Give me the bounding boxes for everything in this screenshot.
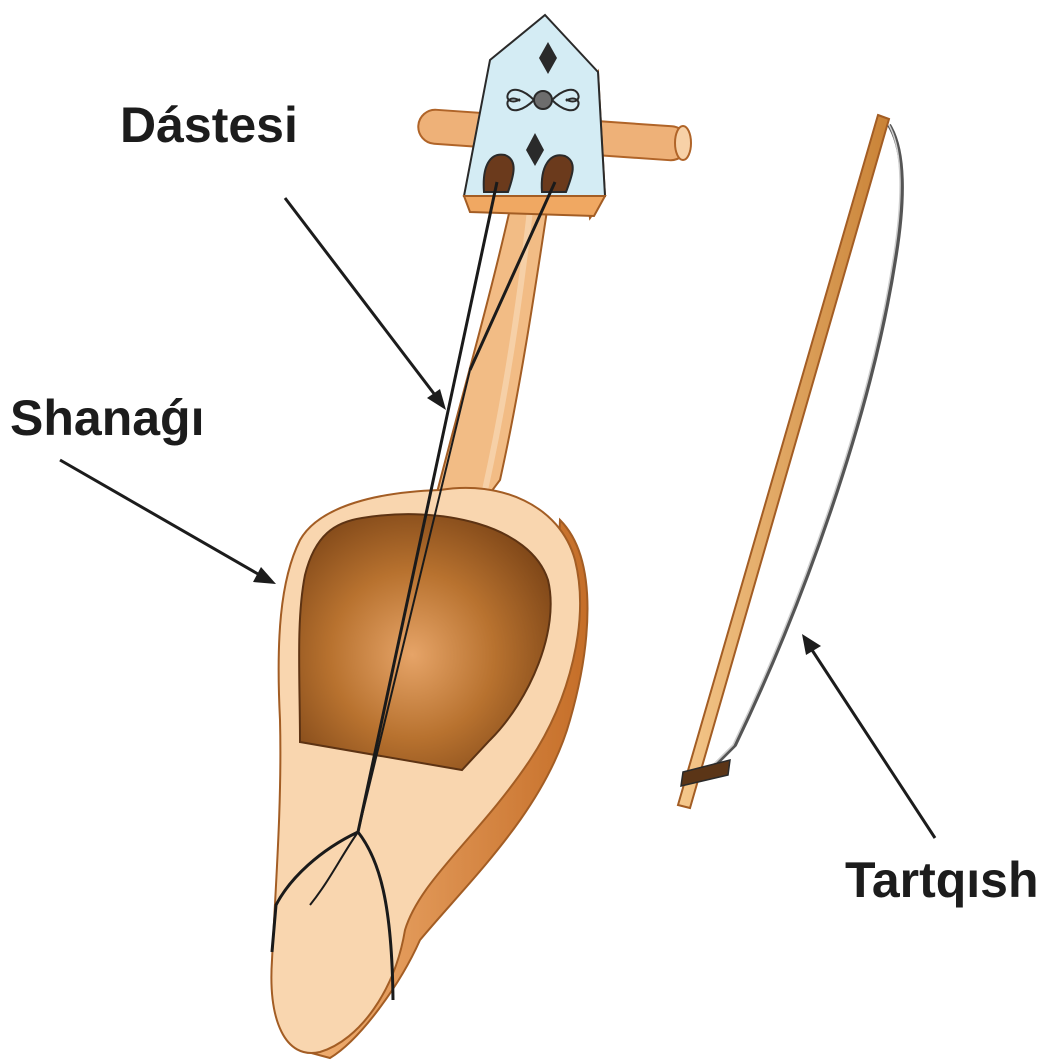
bow [678,115,902,808]
neck [430,200,548,520]
label-bow: Tartqısh [845,855,1039,905]
arrow-body [60,460,276,584]
arrow-bow [802,634,935,838]
label-body: Shanaǵı [10,393,204,443]
arrow-neck [285,198,446,410]
label-neck: Dástesi [120,100,298,150]
body-bowl [271,488,587,1058]
headstock [464,15,605,218]
